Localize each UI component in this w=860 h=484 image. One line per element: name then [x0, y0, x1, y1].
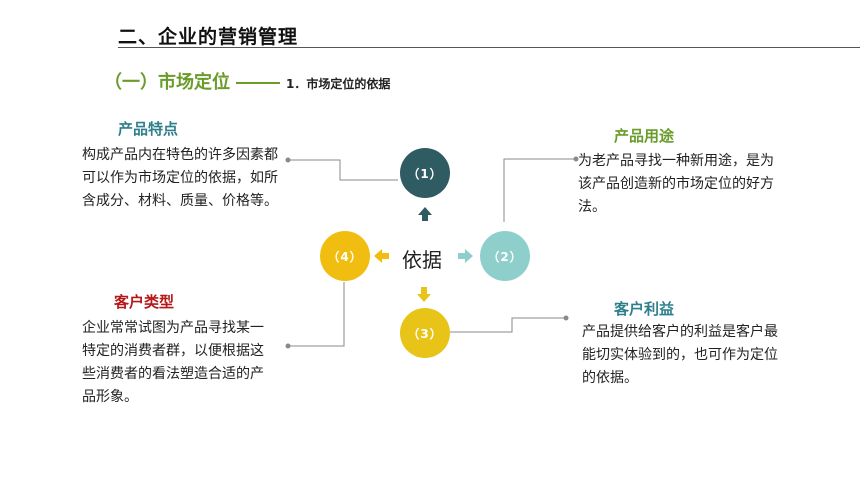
heading-customer-benefit: 客户利益: [614, 300, 675, 318]
arrow-down-icon: [417, 287, 431, 302]
arrow-right-icon: [458, 249, 473, 263]
subtitle-dash: [236, 82, 280, 84]
text-product-features: 构成产品内在特色的许多因素都可以作为市场定位的依据，如所含成分、材料、质量、价格…: [82, 147, 278, 209]
title-divider: [118, 47, 860, 48]
heading-customer-type: 客户类型: [114, 293, 175, 311]
node-3: （3）: [400, 308, 450, 358]
connector-type: [288, 282, 345, 347]
connector-benefit: [450, 317, 566, 333]
center-label: 依据: [402, 248, 442, 272]
subtitle-text: （一）市场定位: [104, 72, 230, 93]
text-customer-benefit: 产品提供给客户的利益是客户最能切实体验到的，也可作为定位的依据。: [582, 324, 778, 386]
connector-features: [288, 159, 398, 181]
node-2: （2）: [480, 231, 530, 281]
arrow-left-icon: [374, 249, 389, 263]
node-1: （1）: [400, 148, 450, 198]
arrow-up-icon: [418, 207, 432, 221]
heading-product-features: 产品特点: [118, 120, 179, 138]
text-customer-type: 企业常常试图为产品寻找某一特定的消费者群，以便根据这些消费者的看法塑造合适的产品…: [82, 320, 264, 405]
connector-dot: [573, 156, 579, 162]
page-title: 二、企业的营销管理: [118, 26, 299, 48]
connector-dot: [285, 343, 291, 349]
connector-use: [503, 158, 576, 222]
connector-dot: [285, 157, 291, 163]
heading-product-use: 产品用途: [614, 127, 675, 145]
text-product-use: 为老产品寻找一种新用途，是为该产品创造新的市场定位的好方法。: [578, 153, 774, 215]
connector-dot: [563, 315, 569, 321]
subtitle-note: 1．市场定位的依据: [286, 77, 391, 91]
section-subtitle: （一）市场定位 1．市场定位的依据: [104, 68, 390, 94]
node-4: （4）: [320, 231, 370, 281]
